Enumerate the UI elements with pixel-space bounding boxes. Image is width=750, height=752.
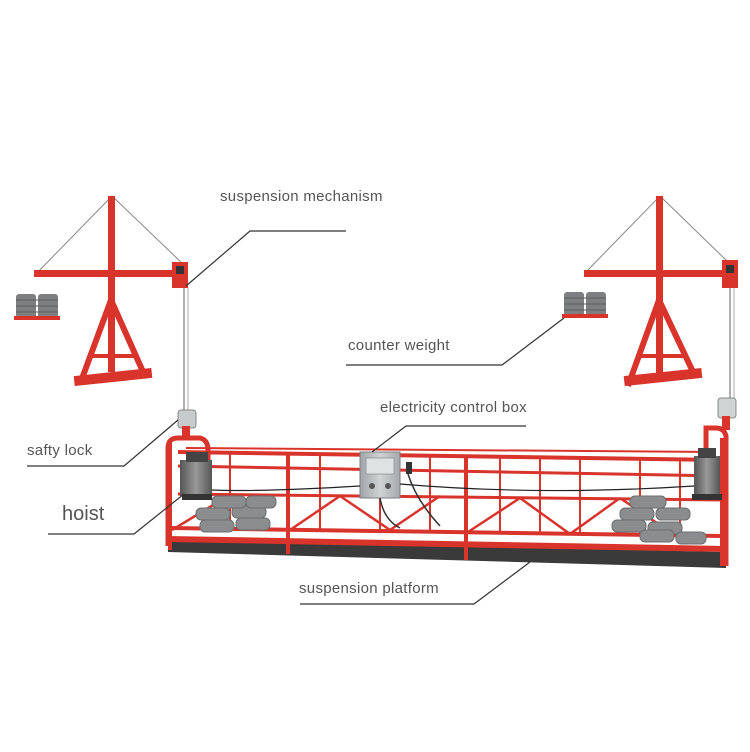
- label-counter-weight: counter weight: [346, 318, 564, 365]
- label-text: hoist: [62, 503, 105, 525]
- label-text: safty lock: [27, 442, 93, 459]
- label-text: counter weight: [348, 337, 450, 354]
- label-electricity-control-box: electricity control box: [372, 399, 527, 452]
- label-text: electricity control box: [380, 399, 527, 416]
- label-text: suspension mechanism: [220, 188, 383, 205]
- label-text: suspension platform: [299, 580, 439, 597]
- right-safety-lock: [718, 398, 736, 430]
- left-suspension-mechanism: [14, 196, 188, 410]
- suspension-platform: [168, 428, 726, 568]
- left-hoist: [180, 452, 212, 500]
- right-counter-weights: [562, 292, 608, 318]
- left-counter-weights: [14, 294, 60, 320]
- label-hoist: hoist: [48, 494, 184, 534]
- right-suspension-mechanism: [562, 196, 738, 400]
- label-suspension-mechanism: suspension mechanism: [186, 188, 383, 286]
- label-suspension-platform: suspension platform: [299, 562, 530, 604]
- right-hoist: [692, 448, 722, 500]
- label-safty-lock: safty lock: [27, 420, 178, 466]
- left-sandbags: [196, 496, 276, 532]
